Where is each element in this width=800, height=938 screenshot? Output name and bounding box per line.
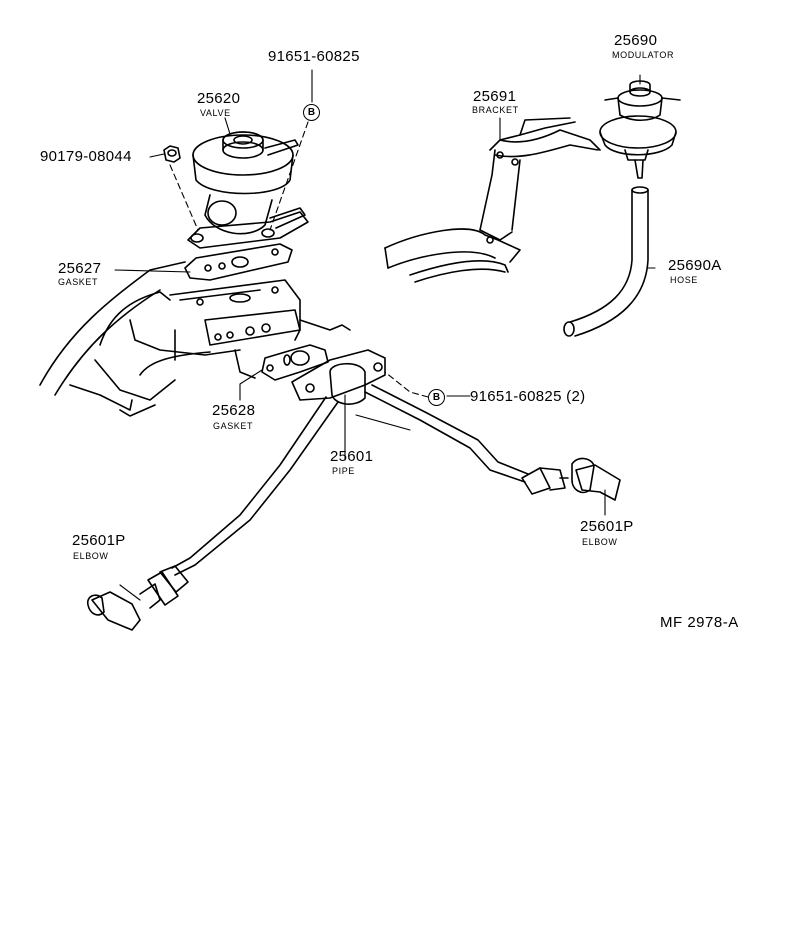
nut-drawing — [163, 145, 181, 163]
elbow-right-part-number: 25601P — [580, 518, 634, 535]
egr-valve-drawing — [187, 131, 309, 249]
elbow-left-part-number: 25601P — [72, 532, 126, 549]
gasket-upper-drawing — [184, 243, 293, 281]
pipe-part-name: PIPE — [332, 466, 355, 476]
b-marker-top: B — [303, 104, 320, 121]
bolt-top-part-number: 91651-60825 — [268, 48, 360, 65]
gasket-upper-part-number: 25627 — [58, 260, 102, 277]
bracket-part-number: 25691 — [473, 88, 517, 105]
elbow-right-drawing — [521, 457, 621, 501]
hose-part-number: 25690A — [668, 257, 722, 274]
gasket-upper-part-name: GASKET — [58, 277, 99, 287]
gasket-lower-part-name: GASKET — [213, 421, 254, 431]
b-marker-pipe: B — [428, 389, 445, 406]
elbow-left-part-name: ELBOW — [73, 551, 109, 561]
modulator-drawing — [599, 80, 681, 179]
bracket-part-name: BRACKET — [472, 105, 519, 115]
pipe-part-number: 25601 — [330, 448, 374, 465]
hose-part-name: HOSE — [670, 275, 698, 285]
pipe-drawing — [171, 349, 529, 576]
hose-drawing — [563, 186, 649, 337]
bolt-pipe-part-number: 91651-60825 (2) — [470, 388, 586, 405]
modulator-part-name: MODULATOR — [612, 50, 675, 60]
bracket-drawing — [384, 117, 601, 283]
modulator-part-number: 25690 — [614, 32, 658, 49]
valve-part-number: 25620 — [197, 90, 241, 107]
gasket-lower-part-number: 25628 — [212, 402, 256, 419]
diagram-reference-code: MF 2978-A — [660, 614, 739, 631]
nut-part-number: 90179-08044 — [40, 148, 132, 165]
valve-part-name: VALVE — [200, 108, 231, 118]
leader-lines — [114, 69, 656, 601]
gasket-lower-drawing — [261, 344, 329, 381]
elbow-right-part-name: ELBOW — [582, 537, 618, 547]
intake-manifold-drawing — [39, 261, 351, 417]
elbow-left-drawing — [86, 565, 189, 631]
